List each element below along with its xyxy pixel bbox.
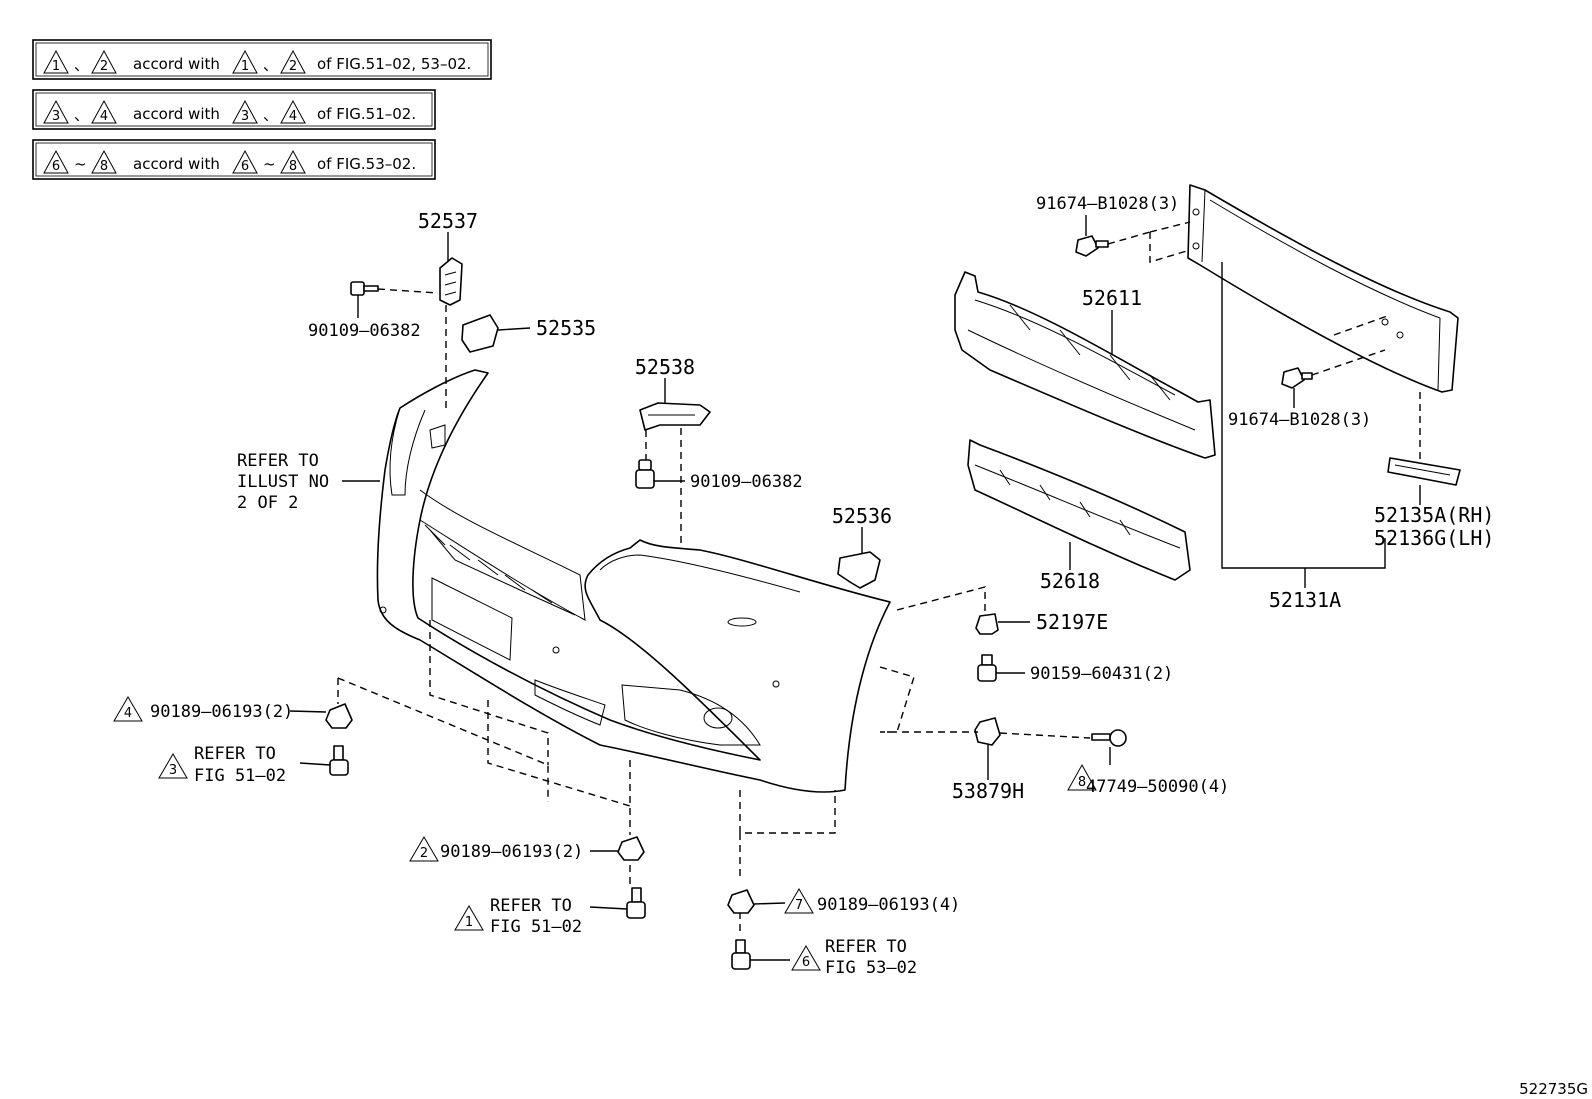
label-52536: 52536 <box>832 504 892 528</box>
clip-90189-marker7: 90189–06193(4) <box>727 889 960 915</box>
label-52538: 52538 <box>635 355 695 379</box>
label-91674-right: 91674–B1028(3) <box>1228 410 1371 430</box>
absorber-52618: 52618 <box>967 439 1191 593</box>
label-91674-top: 91674–B1028(3) <box>1036 194 1179 214</box>
label-52611: 52611 <box>1082 286 1142 310</box>
clip-47749: 47749–50090(4) <box>1086 729 1229 797</box>
absorber-52611: 52611 <box>954 271 1216 459</box>
marker-7: 7 <box>784 888 814 914</box>
clip-90189-marker4: 90189–06193(2) <box>150 702 353 729</box>
label-52197e: 52197E <box>1036 610 1108 634</box>
ref1-line1: REFER TO <box>490 896 572 916</box>
note-3-ref-sep: ~ <box>263 155 276 173</box>
bumper-reinforcement <box>1187 184 1459 393</box>
note-3-ref-b: 8 <box>289 159 297 174</box>
bolt-90109-center: 90109–06382 <box>635 459 803 492</box>
ref6-line1: REFER TO <box>825 937 907 957</box>
note-2-text: accord with <box>133 105 220 123</box>
bolt-91674-top: 91674–B1028(3) <box>1036 194 1179 257</box>
note-1-ref-b: 2 <box>289 59 297 74</box>
screw-ref-fig53-02 <box>731 939 790 970</box>
group-bracket-52131a <box>1221 262 1386 569</box>
note-1-ref-a: 1 <box>241 59 249 74</box>
screw-ref-fig51-02-a <box>299 745 349 776</box>
label-52537: 52537 <box>418 209 478 233</box>
ref3-line1: REFER TO <box>194 744 276 764</box>
screw-90159: 90159–60431(2) <box>977 654 1173 684</box>
svg-text:6: 6 <box>802 955 810 970</box>
svg-text:4: 4 <box>124 706 132 721</box>
clip-52197e: 52197E <box>975 610 1108 635</box>
svg-text:3: 3 <box>169 763 177 778</box>
note-1-tail: of FIG.51–02, 53–02. <box>317 55 471 73</box>
note-2-ref-b: 4 <box>289 109 297 124</box>
note-2-sep: 、 <box>74 106 89 124</box>
illust-ref-line2: ILLUST NO <box>237 472 329 492</box>
ref1-line2: FIG 51–02 <box>490 917 582 937</box>
retainer-52135a: 52135A(RH) 52136G(LH) <box>1374 392 1494 550</box>
ref6-line2: FIG 53–02 <box>825 958 917 978</box>
marker-3: 3 <box>158 753 188 779</box>
marker-4: 4 <box>113 696 143 722</box>
label-52535: 52535 <box>536 316 596 340</box>
bracket-53879h: 53879H <box>952 717 1024 803</box>
label-52136g: 52136G(LH) <box>1374 526 1494 550</box>
note-box-2: 3 、 4 accord with 3 、 4 of FIG.51–02. <box>32 89 436 130</box>
label-53879h: 53879H <box>952 779 1024 803</box>
svg-text:7: 7 <box>795 898 803 913</box>
figure-id: 522735G <box>1519 1080 1588 1098</box>
label-90109-left: 90109–06382 <box>308 321 421 341</box>
note-2-ref-sep: 、 <box>263 106 278 124</box>
bracket-52537: 52537 <box>418 209 478 306</box>
note-2-tail: of FIG.51–02. <box>317 105 416 123</box>
bolt-90109-left: 90109–06382 <box>308 281 439 341</box>
svg-text:1: 1 <box>465 915 473 930</box>
note-1-ref-sep: 、 <box>263 56 278 74</box>
label-90189-marker2: 90189–06193(2) <box>440 842 583 862</box>
ref3-line2: FIG 51–02 <box>194 766 286 786</box>
label-52618: 52618 <box>1040 569 1100 593</box>
note-box-1: 1 、 2 accord with 1 、 2 of FIG.51–02, 53… <box>32 39 492 80</box>
note-3-lead-a: 6 <box>52 159 60 174</box>
label-90189-marker4: 90189–06193(2) <box>150 702 293 722</box>
illust-ref-callout: REFER TO ILLUST NO 2 OF 2 <box>237 451 380 513</box>
marker-2: 2 <box>409 836 439 862</box>
label-90159: 90159–60431(2) <box>1030 664 1173 684</box>
bracket-52538: 52538 <box>635 355 711 431</box>
marker-8: 8 <box>1067 763 1097 791</box>
svg-text:2: 2 <box>420 846 428 861</box>
bolt-91674-right: 91674–B1028(3) <box>1228 349 1386 430</box>
note-1-lead-a: 1 <box>52 59 60 74</box>
illust-ref-line1: REFER TO <box>237 451 319 471</box>
note-2-ref-a: 3 <box>241 109 249 124</box>
label-52131a: 52131A <box>1269 588 1341 612</box>
marker-6: 6 <box>791 945 821 971</box>
svg-text:8: 8 <box>1078 775 1086 790</box>
note-1-sep: 、 <box>74 56 89 74</box>
note-1-lead-b: 2 <box>100 59 108 74</box>
note-box-3: 6 ~ 8 accord with 6 ~ 8 of FIG.53–02. <box>32 139 436 180</box>
illust-ref-line3: 2 OF 2 <box>237 493 298 513</box>
label-47749: 47749–50090(4) <box>1086 777 1229 797</box>
clip-90189-marker2: 90189–06193(2) <box>440 836 645 862</box>
marker-1: 1 <box>454 905 484 931</box>
clip-52535: 52535 <box>461 314 596 353</box>
note-3-text: accord with <box>133 155 220 173</box>
screw-ref-fig51-02-b <box>589 887 646 919</box>
note-3-sep: ~ <box>74 155 87 173</box>
note-3-lead-b: 8 <box>100 159 108 174</box>
note-2-lead-a: 3 <box>52 109 60 124</box>
note-1-text: accord with <box>133 55 220 73</box>
note-3-ref-a: 6 <box>241 159 249 174</box>
label-90189-marker7: 90189–06193(4) <box>817 895 960 915</box>
label-52135a: 52135A(RH) <box>1374 503 1494 527</box>
bumper-cover <box>376 369 891 793</box>
bracket-52536: 52536 <box>832 504 892 589</box>
note-2-lead-b: 4 <box>100 109 108 124</box>
label-90109-center: 90109–06382 <box>690 472 803 492</box>
note-3-tail: of FIG.53–02. <box>317 155 416 173</box>
